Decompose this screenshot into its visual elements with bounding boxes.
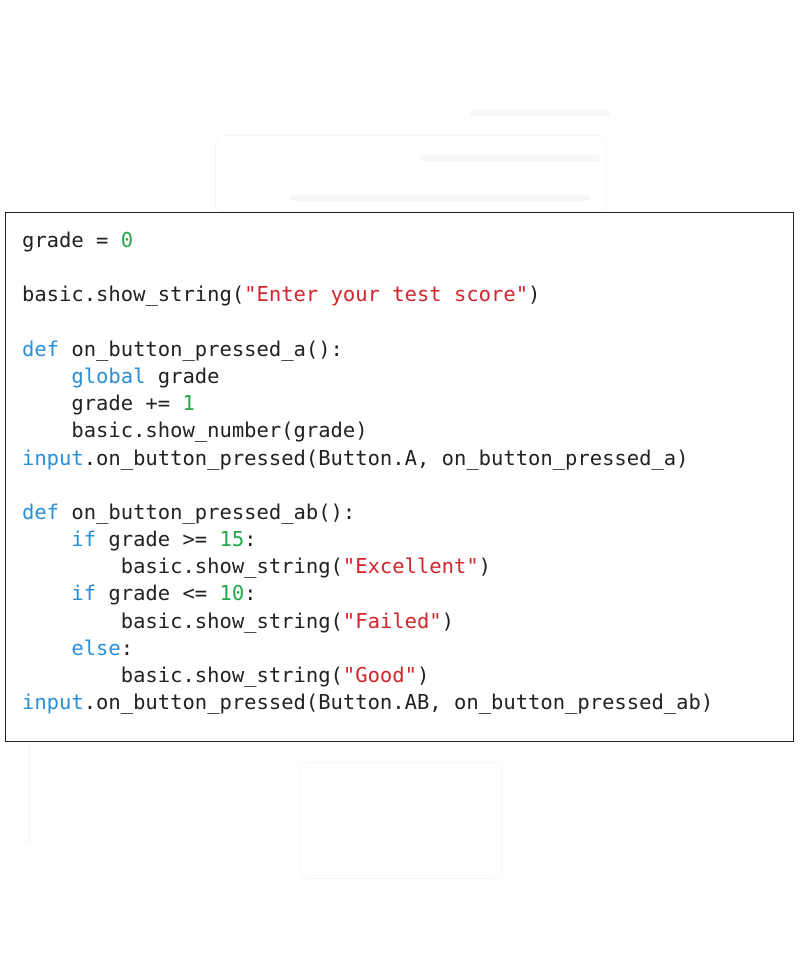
code-text: on_button_pressed_ab():: [59, 499, 356, 524]
code-number: 0: [120, 228, 134, 252]
code-line: def on_button_pressed_ab():: [22, 499, 713, 526]
background-panel-top: [215, 135, 607, 212]
code-line: input.on_button_pressed(Button.A, on_but…: [22, 445, 713, 472]
code-text: :: [244, 527, 257, 552]
code-number: 15: [219, 527, 245, 552]
code-line: def on_button_pressed_a():: [22, 336, 713, 363]
code-text: grade +=: [22, 391, 183, 416]
code-text: grade <=: [96, 581, 220, 606]
code-line: basic.show_string("Failed"): [22, 608, 713, 635]
code-line: basic.show_string("Good"): [22, 662, 713, 689]
code-text: :: [120, 635, 134, 660]
code-string: "Failed": [342, 608, 442, 633]
code-text: [22, 364, 71, 388]
code-text: :: [244, 581, 257, 606]
background-frame-left: [28, 745, 31, 842]
code-text: grade: [145, 363, 220, 388]
code-line: basic.show_string("Enter your test score…: [22, 281, 713, 308]
code-line: [22, 309, 713, 336]
code-keyword: def: [22, 336, 60, 361]
code-line: if grade >= 15:: [22, 526, 713, 553]
code-text: basic.show_string(: [22, 282, 245, 307]
code-text: ): [441, 608, 454, 633]
code-text: [22, 581, 71, 605]
code-text: [22, 527, 71, 551]
code-text: ): [478, 554, 492, 579]
code-text: .on_button_pressed(Button.A, on_button_p…: [83, 445, 689, 470]
code-line: grade = 0: [22, 227, 713, 254]
code-string: "Good": [342, 663, 417, 687]
code-text: .on_button_pressed(Button.AB, on_button_…: [83, 690, 714, 715]
code-text: on_button_pressed_a():: [59, 336, 343, 361]
code-number: 10: [219, 581, 245, 606]
code-line: [22, 254, 713, 281]
code-line: input.on_button_pressed(Button.AB, on_bu…: [22, 689, 713, 716]
background-line: [470, 110, 610, 116]
background-panel-bottom: [300, 762, 502, 879]
code-text: basic.show_number(grade): [22, 418, 368, 443]
code-text: ): [528, 282, 541, 307]
code-keyword: if: [71, 581, 97, 606]
code-keyword: input: [22, 445, 84, 470]
code-line: grade += 1: [22, 390, 713, 417]
background-line: [290, 195, 590, 201]
code-string: "Excellent": [342, 554, 479, 579]
code-text: grade >=: [96, 527, 220, 552]
code-line: else:: [22, 635, 713, 662]
code-line: [22, 472, 713, 499]
code-text: ): [416, 663, 430, 687]
code-line: basic.show_number(grade): [22, 417, 713, 444]
background-line: [420, 155, 600, 161]
code-text: [22, 636, 71, 660]
code-string: "Enter your test score": [244, 282, 529, 307]
code-line: if grade <= 10:: [22, 580, 713, 607]
code-keyword: input: [22, 690, 84, 715]
code-keyword: def: [22, 499, 60, 524]
code-text: grade =: [22, 228, 121, 252]
code-text: basic.show_string(: [22, 608, 343, 633]
code-line: global grade: [22, 363, 713, 390]
code-keyword: else: [71, 635, 121, 660]
code-text: basic.show_string(: [22, 554, 343, 579]
code-line: basic.show_string("Excellent"): [22, 553, 713, 580]
code-keyword: global: [71, 363, 146, 388]
code-text: basic.show_string(: [22, 663, 343, 687]
code-number: 1: [182, 391, 195, 416]
code-keyword: if: [71, 527, 97, 552]
